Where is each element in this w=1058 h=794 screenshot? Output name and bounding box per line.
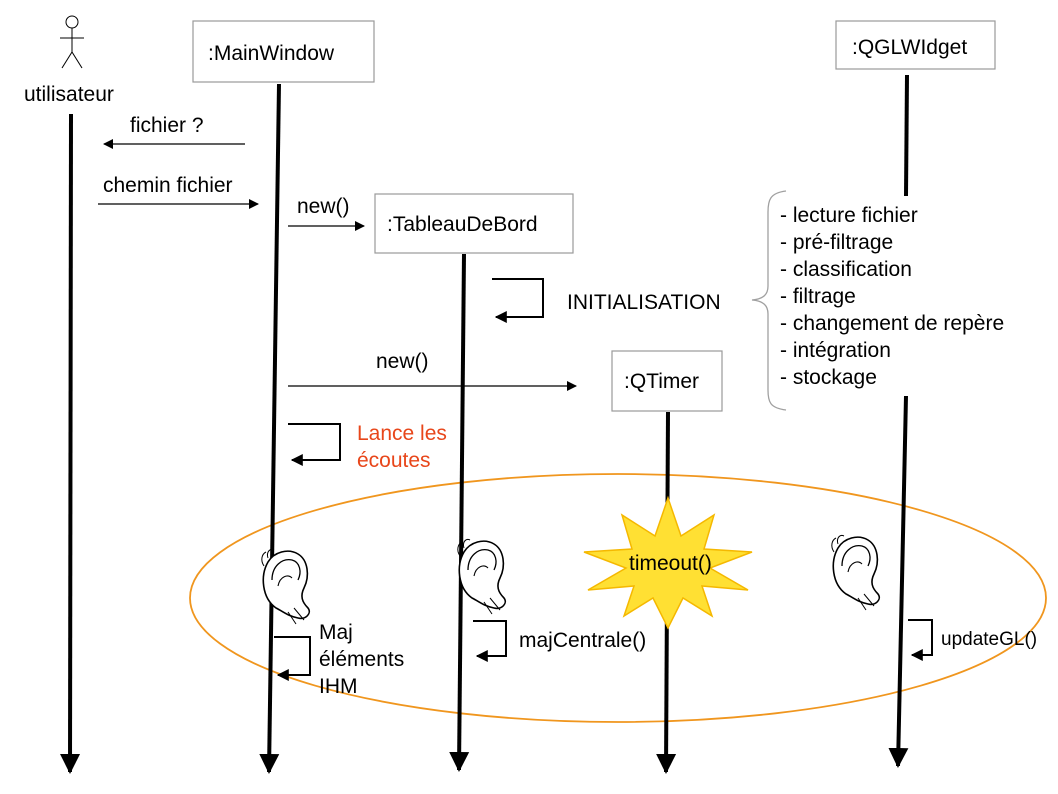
- message-label-chemin-fichier: chemin fichier: [103, 174, 233, 197]
- object-box-mainwindow: [192, 20, 375, 83]
- self-call-updategl: [908, 619, 933, 661]
- listening-ear-icon: [831, 534, 881, 611]
- init-step: - classification: [780, 258, 912, 281]
- object-label-tableaudebord: :TableauDeBord: [387, 213, 538, 236]
- curly-brace: [751, 190, 787, 411]
- maj-label-line1: Maj: [319, 621, 353, 644]
- object-box-tableaudebord: [374, 193, 574, 254]
- message-label-new-tableau: new(): [297, 195, 350, 218]
- self-call-maj-ihm: [274, 636, 311, 681]
- lifeline-utilisateur: [60, 113, 81, 774]
- object-label-qtimer: :QTimer: [624, 370, 699, 393]
- listening-ear-icon: [457, 538, 507, 615]
- init-step: - changement de repère: [780, 312, 1004, 335]
- lance-les-label: Lance les: [357, 422, 447, 445]
- maj-label-line3: IHM: [319, 675, 358, 698]
- lifeline-mainwindow: [259, 83, 281, 774]
- listening-zone-ellipse: [189, 473, 1047, 723]
- timeout-label: timeout(): [629, 552, 712, 575]
- starburst-outline: [583, 495, 753, 630]
- initialisation-label: INITIALISATION: [567, 291, 721, 314]
- maj-label-line2: éléments: [319, 648, 404, 671]
- self-call-initialisation: [492, 278, 544, 323]
- lifeline-qglwidget: [904, 74, 909, 197]
- updategl-label: updateGL(): [941, 629, 1037, 650]
- init-step: - filtrage: [780, 285, 856, 308]
- init-step: - pré-filtrage: [780, 231, 893, 254]
- ecoutes-label: écoutes: [357, 449, 431, 472]
- object-label-qglwidget: :QGLWIdget: [852, 36, 967, 59]
- self-call-majcentrale: [473, 620, 507, 662]
- object-label-mainwindow: :MainWindow: [208, 42, 335, 65]
- object-box-qtimer: [611, 350, 723, 412]
- starburst-icon: [584, 498, 752, 628]
- majcentrale-label: majCentrale(): [519, 629, 646, 652]
- self-call-lance-ecoutes: [288, 423, 341, 466]
- stick-figure-icon: [60, 15, 84, 69]
- actor-label: utilisateur: [24, 83, 114, 106]
- message-label-new-qtimer: new(): [376, 350, 429, 373]
- init-step: - lecture fichier: [780, 204, 918, 227]
- listening-ear-icon: [261, 548, 311, 625]
- init-step: - stockage: [780, 366, 877, 389]
- lifeline-tableaudebord: [449, 253, 470, 772]
- message-label-fichier: fichier ?: [130, 114, 204, 137]
- init-step: - intégration: [780, 339, 891, 362]
- object-box-qglwidget: [835, 20, 996, 70]
- lifeline-qglwidget-lower: [888, 395, 909, 768]
